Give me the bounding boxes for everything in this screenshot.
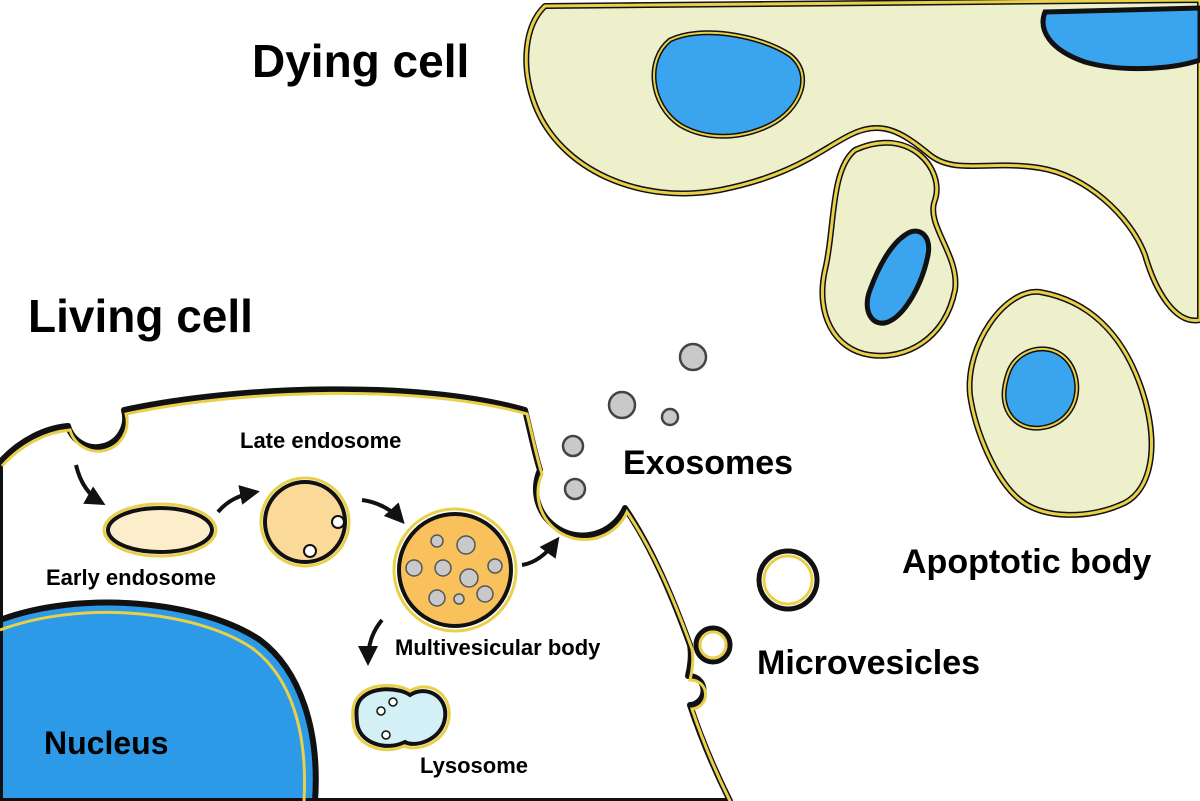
arrow-late-to-mvb — [361, 498, 405, 524]
exosome — [607, 390, 637, 420]
mvb-vesicle — [434, 559, 452, 577]
living-cell — [0, 386, 733, 801]
lysosome-rim — [351, 684, 451, 752]
microvesicles-label: Microvesicles — [757, 644, 981, 682]
microvesicle — [756, 548, 820, 612]
dying-cell-label: Dying cell — [252, 35, 470, 87]
lysosome — [354, 687, 448, 748]
early-endosome-rim — [102, 502, 218, 558]
dying-nucleus-fragment-3 — [864, 228, 932, 326]
mvb-vesicle — [476, 585, 494, 603]
lysosome-vesicle — [381, 730, 391, 740]
arrow-endocytosis — [74, 464, 106, 505]
pathway-arrows — [74, 464, 560, 666]
arrow-mvb-to-lysosome — [358, 618, 384, 666]
late-endosome-label: Late endosome — [240, 428, 402, 453]
mvb-vesicle — [453, 593, 465, 605]
exosome — [561, 434, 585, 458]
lysosome-vesicle — [376, 706, 386, 716]
exosome — [660, 407, 680, 427]
mvb-vesicle — [430, 534, 444, 548]
microvesicle-rim — [762, 554, 814, 606]
apoptotic-body — [966, 288, 1155, 518]
nucleus-label: Nucleus — [44, 725, 169, 761]
early-endosome-label: Early endosome — [46, 565, 216, 590]
apoptotic-body-label: Apoptotic body — [902, 543, 1152, 581]
arrow-mvb-to-exosomes — [521, 536, 560, 567]
living-cell-label: Living cell — [28, 290, 253, 342]
mvb-intraluminal-vesicles — [405, 534, 503, 607]
early-endosome — [106, 506, 214, 554]
late-endosome-vesicle — [331, 515, 345, 529]
dying-nucleus-fragment-2 — [1040, 5, 1200, 72]
multivesicular-body-rim — [392, 507, 518, 633]
mvb-vesicle — [459, 568, 479, 588]
mvb-vesicle — [428, 589, 446, 607]
multivesicular-body-label: Multivesicular body — [395, 635, 601, 660]
released-exosomes — [607, 342, 708, 427]
living-cell-membrane-inner — [0, 391, 732, 801]
lysosome-vesicle — [388, 697, 398, 707]
dying-nucleus-fragment-1-rim — [653, 31, 804, 138]
late-endosome-rim — [259, 476, 351, 568]
arrow-early-to-late — [216, 485, 260, 514]
living-nucleus-rim — [0, 610, 307, 801]
mvb-vesicle — [405, 559, 423, 577]
apoptotic-body-nucleus-rim — [1003, 347, 1078, 430]
lysosome-label: Lysosome — [420, 753, 529, 778]
exosome — [563, 477, 587, 501]
late-endosome-vesicle — [303, 544, 317, 558]
budding-microvesicle-rim — [698, 630, 728, 660]
exosome — [678, 342, 708, 372]
apoptotic-body-shell-inner — [968, 290, 1153, 517]
mvb-vesicle — [487, 558, 503, 574]
dying-cell-body-inner — [524, 0, 1200, 322]
exosomes-label: Exosomes — [623, 444, 794, 482]
dying-cell — [523, 0, 1200, 359]
mvb-vesicle — [456, 535, 476, 555]
living-nucleus — [0, 599, 319, 801]
dying-cell-arm-inner — [820, 141, 957, 358]
